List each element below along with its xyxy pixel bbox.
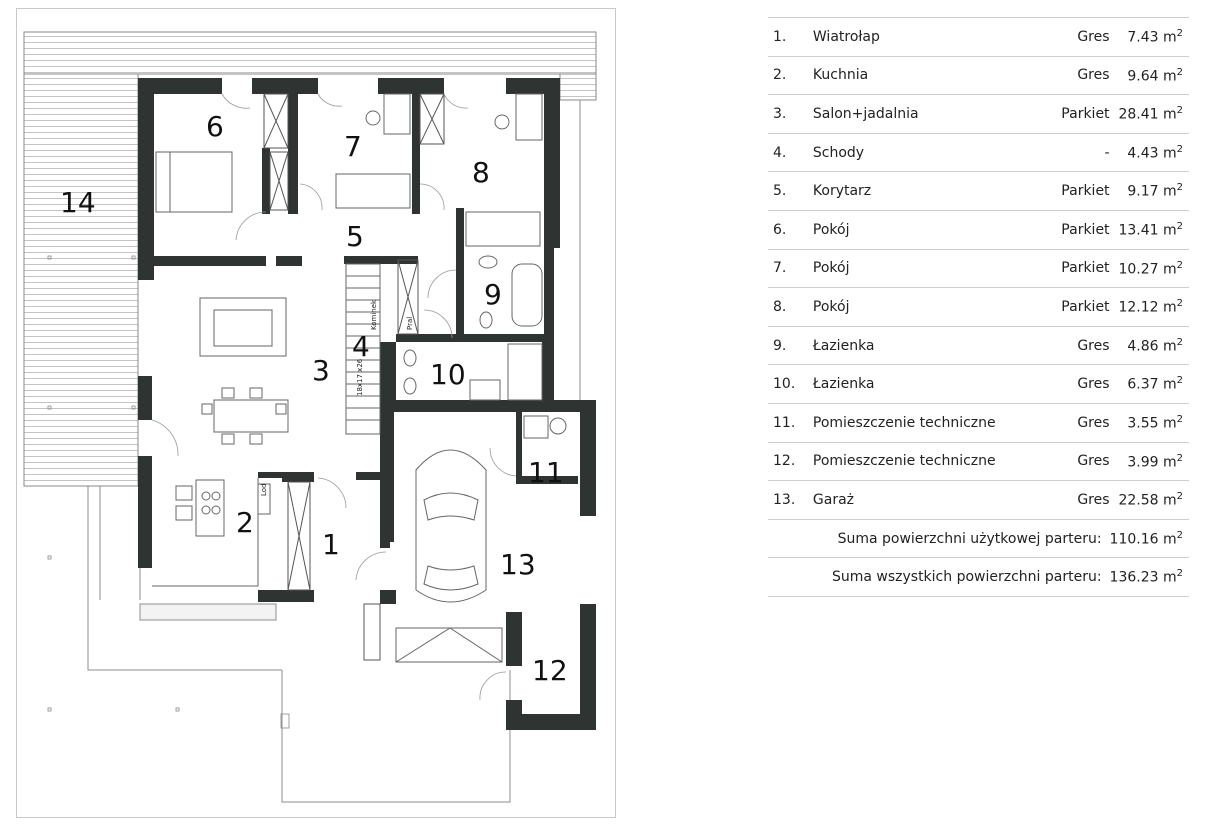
- room-number-6: 6: [206, 110, 224, 143]
- room-name: Pokój: [812, 209, 1018, 250]
- room-name: Garaż: [812, 480, 1018, 520]
- room-number-10: 10: [430, 358, 466, 391]
- room-area: 28.41 m2: [1109, 94, 1189, 134]
- room-number-13: 13: [500, 548, 536, 581]
- floor-type: Parkiet: [1017, 209, 1110, 250]
- room-area: 9.17 m2: [1109, 171, 1189, 211]
- floor-type: Gres: [1017, 55, 1110, 95]
- room-name: Pokój: [812, 248, 1018, 288]
- row-number: 9.: [768, 325, 813, 365]
- room-area: 4.86 m2: [1109, 325, 1189, 365]
- row-number: 1.: [768, 17, 813, 57]
- room-number-11: 11: [528, 456, 564, 489]
- room-name: Wiatrołap: [812, 17, 1018, 57]
- floor-type: Gres: [1017, 364, 1110, 404]
- row-number: 12.: [768, 441, 813, 481]
- room-name: Korytarz: [812, 171, 1018, 211]
- floor-type: Parkiet: [1017, 287, 1110, 327]
- room-area: 22.58 m2: [1109, 480, 1189, 520]
- post-markers: [47, 255, 290, 729]
- room-area: 9.64 m2: [1109, 55, 1189, 95]
- room-area: 4.43 m2: [1109, 132, 1189, 172]
- row-number: 7.: [768, 248, 813, 288]
- room-area: 6.37 m2: [1109, 364, 1189, 404]
- room-number-9: 9: [484, 278, 502, 311]
- pral-label: Pral: [406, 317, 414, 330]
- room-name: Kuchnia: [812, 55, 1018, 95]
- row-number: 6.: [768, 209, 813, 250]
- floor-type: Gres: [1017, 325, 1110, 365]
- door-swings: [151, 93, 517, 701]
- stair-note: 18x17 x26: [356, 358, 364, 396]
- room-name: Schody: [812, 132, 1018, 172]
- sum-usable-label: Suma powierzchni użytkowej parteru:: [768, 518, 1110, 558]
- room-name: Pomieszczenie techniczne: [812, 441, 1018, 481]
- row-number: 13.: [768, 480, 813, 520]
- room-name: Łazienka: [812, 325, 1018, 365]
- row-number: 4.: [768, 132, 813, 172]
- sum-row-total: Suma wszystkich powierzchni parteru:136.…: [768, 557, 1189, 597]
- room-area: 3.99 m2: [1109, 441, 1189, 481]
- kominek-label: Kominek: [370, 299, 378, 330]
- room-area: 7.43 m2: [1109, 17, 1189, 57]
- room-number-3: 3: [312, 354, 330, 387]
- row-number: 2.: [768, 55, 813, 95]
- room-name: Łazienka: [812, 364, 1018, 404]
- room-area: 12.12 m2: [1109, 287, 1189, 327]
- site-outlines: [87, 100, 581, 803]
- floor-type: Parkiet: [1017, 248, 1110, 288]
- row-number: 5.: [768, 171, 813, 211]
- sum-usable-area: 110.16 m2: [1109, 518, 1189, 558]
- room-number-5: 5: [346, 220, 364, 253]
- floor-type: Gres: [1017, 441, 1110, 481]
- sum-total-area: 136.23 m2: [1109, 557, 1189, 597]
- room-name: Pokój: [812, 287, 1018, 327]
- walls: [138, 78, 596, 730]
- room-number-4: 4: [352, 330, 370, 363]
- floor-type: Parkiet: [1017, 94, 1110, 134]
- sum-row-usable: Suma powierzchni użytkowej parteru:110.1…: [768, 518, 1189, 558]
- table-row: 4.Schody-4.43 m2: [768, 132, 1189, 172]
- floor-plan: Kominek Pral Lod 18x17 x26 6 7 8 14 5 9 …: [23, 31, 597, 803]
- floor-type: Gres: [1017, 480, 1110, 520]
- room-name: Salon+jadalnia: [812, 94, 1018, 134]
- room-area: 3.55 m2: [1109, 402, 1189, 443]
- row-number: 10.: [768, 364, 813, 404]
- lod-label: Lod: [260, 483, 268, 496]
- room-number-1: 1: [322, 528, 340, 561]
- room-number-2: 2: [236, 506, 254, 539]
- wardrobes: [263, 93, 445, 661]
- floor-type: Gres: [1017, 402, 1110, 443]
- row-number: 8.: [768, 287, 813, 327]
- room-area: 13.41 m2: [1109, 209, 1189, 250]
- row-number: 11.: [768, 402, 813, 443]
- terrace-decking: [23, 31, 597, 487]
- room-number-7: 7: [344, 130, 362, 163]
- floor-type: Parkiet: [1017, 171, 1110, 211]
- room-number-14: 14: [60, 186, 96, 219]
- room-number-12: 12: [532, 654, 568, 687]
- room-area: 10.27 m2: [1109, 248, 1189, 288]
- floor-type: Gres: [1017, 17, 1110, 57]
- row-number: 3.: [768, 94, 813, 134]
- floor-type: -: [1017, 132, 1110, 172]
- room-number-8: 8: [472, 156, 490, 189]
- sum-total-label: Suma wszystkich powierzchni parteru:: [768, 557, 1110, 597]
- room-name: Pomieszczenie techniczne: [812, 402, 1018, 443]
- furniture: [152, 93, 567, 663]
